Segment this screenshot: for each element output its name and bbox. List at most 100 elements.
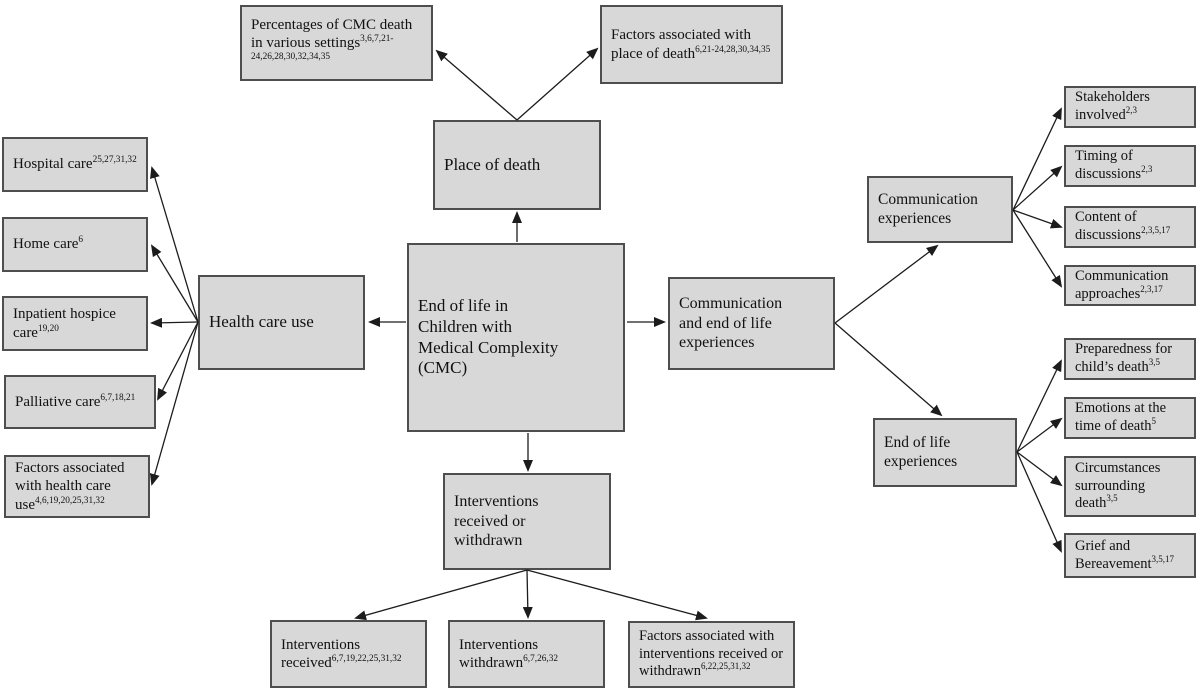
node-text: Preparedness for child’s death3,5 xyxy=(1075,341,1185,376)
node-label: received or xyxy=(454,512,526,530)
node-label: (CMC) xyxy=(418,358,468,378)
node-label: End of life in xyxy=(418,296,509,316)
node-factors-interventions-received-or-withdrawn: Factors associated with interventions re… xyxy=(628,621,795,688)
node-text: Inpatient hospice care19,20 xyxy=(13,305,137,342)
node-label: Interventions received xyxy=(281,636,361,671)
node-interventions-withdrawn: Interventions withdrawn6,7,26,32 xyxy=(448,620,605,688)
connector-arrow xyxy=(1012,107,1062,211)
node-label: Factors associated with interventions re… xyxy=(639,627,784,680)
node-label: experiences xyxy=(878,209,952,227)
node-label: experiences xyxy=(679,334,755,352)
connector-arrow xyxy=(435,49,518,121)
node-label: Health care use xyxy=(209,312,314,332)
node-label: Medical Complexity xyxy=(418,337,559,357)
node-label: Communication xyxy=(679,295,783,313)
node-emotions-at-time-of-death: Emotions at the time of death5 xyxy=(1064,397,1196,439)
connector-arrow xyxy=(834,244,939,324)
node-text: Factors associated with place of death6,… xyxy=(611,26,772,63)
node-superscript-refs: 6,22,25,31,32 xyxy=(701,661,751,672)
node-label: Stakeholders involved xyxy=(1075,89,1150,123)
node-superscript-refs: 2,3,17 xyxy=(1140,283,1163,294)
node-timing-of-discussions: Timing of discussions2,3 xyxy=(1064,145,1196,187)
connector-arrow xyxy=(157,321,199,401)
node-superscript-refs: 6,7,26,32 xyxy=(523,654,559,664)
node-label: Place of death xyxy=(444,154,541,174)
connector-arrow xyxy=(1016,359,1062,453)
node-text: Home care6 xyxy=(13,235,137,253)
node-label: Factors associated with health care use xyxy=(15,460,125,513)
node-text: Circumstances surrounding death3,5 xyxy=(1075,460,1185,513)
connector-arrow xyxy=(149,321,199,486)
node-label: Children with xyxy=(418,316,512,336)
node-label: Communication xyxy=(878,190,978,208)
node-text: Content of discussions2,3,5,17 xyxy=(1075,209,1185,244)
node-superscript-refs: 19,20 xyxy=(37,323,59,334)
node-text: Communication approaches2,3,17 xyxy=(1075,268,1185,303)
node-text: Stakeholders involved2,3 xyxy=(1075,89,1185,124)
node-text: Interventions withdrawn6,7,26,32 xyxy=(459,636,594,673)
node-label: Home care xyxy=(13,236,79,253)
node-label: Timing of discussions xyxy=(1075,148,1142,182)
connector-arrow xyxy=(1016,451,1063,487)
node-superscript-refs: 6,7,19,22,25,31,32 xyxy=(331,654,402,664)
connector-arrow xyxy=(516,47,599,121)
node-label: Interventions xyxy=(454,493,539,511)
connector-arrow xyxy=(150,317,199,328)
node-label: End of life xyxy=(884,433,951,451)
connector-arrow xyxy=(834,322,943,417)
connector-arrow xyxy=(1016,417,1063,453)
node-interventions-received: Interventions received6,7,19,22,25,31,32 xyxy=(270,620,427,688)
node-superscript-refs: 3,5,17 xyxy=(1151,553,1174,564)
node-health-care-use: Health care use xyxy=(198,275,365,370)
node-label: Factors associated with place of death xyxy=(611,27,751,62)
node-text: Grief and Bereavement3,5,17 xyxy=(1075,538,1185,573)
node-content-of-discussions: Content of discussions2,3,5,17 xyxy=(1064,206,1196,248)
node-inpatient-hospice-care: Inpatient hospice care19,20 xyxy=(2,296,148,351)
node-text: Hospital care25,27,31,32 xyxy=(13,155,137,173)
node-label: and end of life xyxy=(679,314,772,332)
node-percentages-cmc-death-settings: Percentages of CMC death in various sett… xyxy=(240,5,433,81)
node-home-care: Home care6 xyxy=(2,217,148,272)
node-label: Communication approaches xyxy=(1075,267,1169,302)
node-superscript-refs: 6 xyxy=(78,235,84,246)
connector-arrow xyxy=(1012,209,1063,229)
node-circumstances-surrounding-death: Circumstances surrounding death3,5 xyxy=(1064,456,1196,517)
node-text: Palliative care6,7,18,21 xyxy=(15,393,145,411)
node-communication-approaches: Communication approaches2,3,17 xyxy=(1064,265,1196,306)
node-text: Place of death xyxy=(444,155,590,176)
node-label: Inpatient hospice care xyxy=(13,306,116,341)
node-superscript-refs: 6,7,18,21 xyxy=(100,392,136,403)
node-label: Percentages of CMC death in various sett… xyxy=(251,16,413,51)
node-text: Emotions at the time of death5 xyxy=(1075,400,1185,435)
node-label: experiences xyxy=(884,452,958,470)
node-hospital-care: Hospital care25,27,31,32 xyxy=(2,137,148,192)
node-superscript-refs: 2,3 xyxy=(1125,105,1137,116)
connector-arrow xyxy=(1012,165,1063,211)
node-label: Circumstances surrounding death xyxy=(1075,459,1161,512)
node-text: Health care use xyxy=(209,312,354,333)
connector-arrow xyxy=(150,166,199,323)
node-label: Emotions at the time of death xyxy=(1075,400,1167,434)
node-label: Content of discussions xyxy=(1075,209,1142,243)
node-label: Interventions withdrawn xyxy=(459,636,539,671)
node-superscript-refs: 6,21-24,28,30,34,35 xyxy=(695,44,771,55)
node-superscript-refs: 25,27,31,32 xyxy=(92,155,137,166)
node-superscript-refs: 4,6,19,20,25,31,32 xyxy=(35,495,105,506)
node-preparedness-for-childs-death: Preparedness for child’s death3,5 xyxy=(1064,338,1196,380)
node-text: Factors associated with interventions re… xyxy=(639,628,784,681)
node-label: withdrawn xyxy=(454,532,523,550)
node-label: Preparedness for child’s death xyxy=(1075,341,1173,375)
connector-arrow xyxy=(1012,209,1063,288)
node-superscript-refs: 2,3 xyxy=(1141,164,1153,175)
node-factors-place-of-death: Factors associated with place of death6,… xyxy=(600,5,783,84)
node-label: Palliative care xyxy=(15,393,101,410)
node-superscript-refs: 5 xyxy=(1151,416,1157,427)
